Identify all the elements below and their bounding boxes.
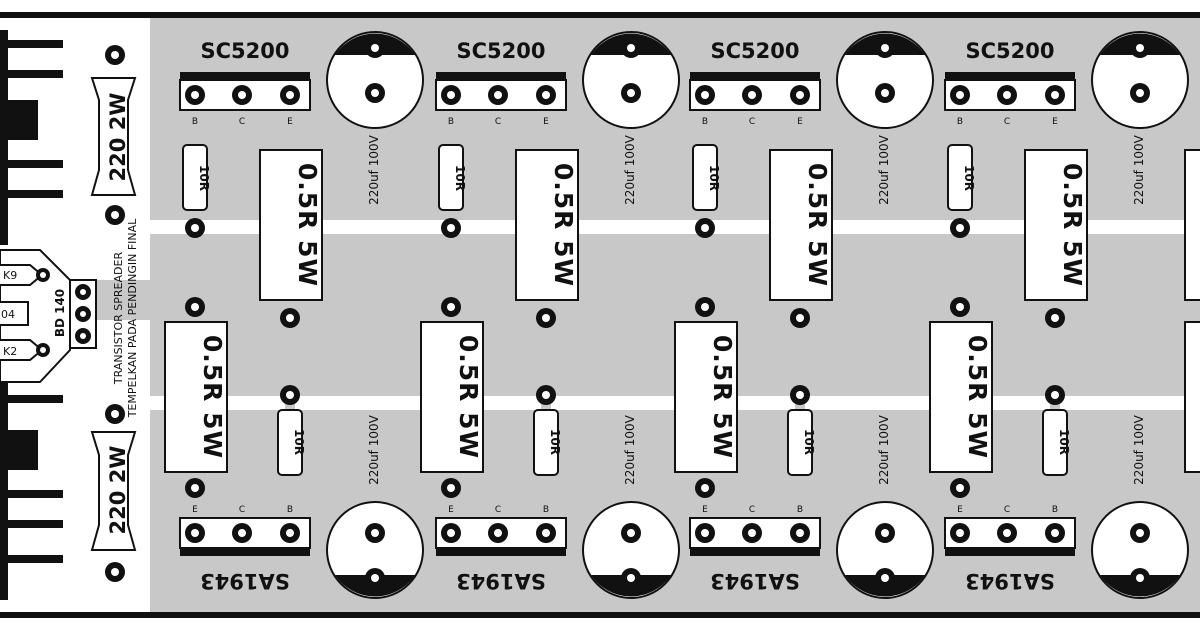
power-resistor-top: 220 2W	[90, 45, 137, 225]
bottom-pin-label-e: E	[448, 505, 454, 515]
top-transistor-label: SC5200	[966, 39, 1055, 63]
top-pin-label-b: B	[702, 117, 708, 127]
board-edge-bottom	[0, 612, 1200, 618]
spreader-note-line1: TRANSISTOR SPREADER	[112, 252, 125, 386]
bottom-pin-label-b: B	[543, 505, 549, 515]
board-edge-top	[0, 12, 1200, 18]
bottom-transistor-label: SA1943	[200, 569, 290, 593]
top-transistor-label: SC5200	[201, 39, 290, 63]
bottom-pin-label-c: C	[495, 505, 501, 515]
bottom-pin-label-b: B	[1052, 505, 1058, 515]
heatsink-bottom	[0, 380, 63, 600]
isolation-gap-top	[150, 220, 1200, 234]
bottom-pin-label-b: B	[287, 505, 293, 515]
bottom-pin-label-e: E	[702, 505, 708, 515]
top-pin-label-e: E	[287, 117, 293, 127]
power-resistor-bottom-label: 220 2W	[106, 446, 130, 535]
bottom-base-resistor-label: 10R	[802, 429, 816, 455]
spreader-area: K9 04 K2 BD 140 TRANSISTOR SPREADER TEMP…	[0, 218, 139, 418]
bottom-stage-4: SA1943 E C B 10R 0.5R 5W 220uf 100V	[930, 297, 1188, 598]
bottom-pin-label-c: C	[749, 505, 755, 515]
bottom-capacitor-label: 220uf 100V	[623, 414, 637, 484]
bottom-transistor-label: SA1943	[965, 569, 1055, 593]
top-pin-label-c: C	[239, 117, 245, 127]
top-emitter-resistor-label: 0.5R 5W	[803, 163, 832, 287]
bottom-base-resistor-label: 10R	[292, 429, 306, 455]
bottom-pin-label-c: C	[239, 505, 245, 515]
center-rail	[0, 280, 1200, 320]
bottom-capacitor-label: 220uf 100V	[877, 414, 891, 484]
right-edge-partial-components	[1184, 149, 1200, 473]
top-base-resistor-label: 10R	[197, 165, 211, 191]
top-emitter-resistor-label: 0.5R 5W	[293, 163, 322, 287]
top-pin-label-e: E	[1052, 117, 1058, 127]
bottom-base-resistor-label: 10R	[548, 429, 562, 455]
bottom-emitter-resistor-label: 0.5R 5W	[963, 335, 992, 459]
bottom-capacitor-label: 220uf 100V	[1132, 414, 1146, 484]
bottom-capacitor-label: 220uf 100V	[367, 414, 381, 484]
connector-label-3: K2	[3, 345, 17, 358]
bottom-pin-label-b: B	[797, 505, 803, 515]
top-pin-label-b: B	[192, 117, 198, 127]
top-pin-label-e: E	[797, 117, 803, 127]
bottom-stage-3: SA1943 E C B 10R 0.5R 5W 220uf 100V	[675, 297, 933, 598]
top-emitter-resistor-label: 0.5R 5W	[549, 163, 578, 287]
bottom-pin-label-e: E	[957, 505, 963, 515]
power-resistor-top-label: 220 2W	[106, 93, 130, 182]
bottom-stage-2: SA1943 E C B 10R 0.5R 5W 220uf 100V	[421, 297, 679, 598]
bottom-emitter-resistor-label: 0.5R 5W	[454, 335, 483, 459]
bottom-transistor-label: SA1943	[710, 569, 800, 593]
bottom-stage-group: SA1943 E C B 10R 0.5R 5W 220uf 100V SA19…	[165, 297, 1188, 598]
top-capacitor-label: 220uf 100V	[623, 134, 637, 204]
bottom-transistor-label: SA1943	[456, 569, 546, 593]
top-base-resistor-label: 10R	[453, 165, 467, 191]
bottom-emitter-resistor-label: 0.5R 5W	[198, 335, 227, 459]
connector-label-1: K9	[3, 269, 17, 282]
top-stage-4: SC5200 B C E 10R 0.5R 5W 220uf 100V	[945, 32, 1188, 328]
bottom-pin-label-c: C	[1004, 505, 1010, 515]
connector-label-2: 04	[1, 308, 15, 321]
top-stage-2: SC5200 B C E 10R 0.5R 5W 220uf 100V	[436, 32, 679, 328]
top-pin-label-c: C	[495, 117, 501, 127]
bottom-emitter-resistor-label: 0.5R 5W	[708, 335, 737, 459]
bottom-pin-label-e: E	[192, 505, 198, 515]
bottom-stage-1: SA1943 E C B 10R 0.5R 5W 220uf 100V	[165, 297, 423, 598]
top-pin-label-c: C	[749, 117, 755, 127]
spreader-note-line2: TEMPELKAN PADA PENDINGIN FINAL	[126, 218, 139, 418]
top-transistor-label: SC5200	[711, 39, 800, 63]
top-base-resistor-label: 10R	[962, 165, 976, 191]
bottom-base-resistor-label: 10R	[1057, 429, 1071, 455]
top-pin-label-b: B	[448, 117, 454, 127]
top-capacitor-label: 220uf 100V	[367, 134, 381, 204]
heatsink-top	[0, 30, 63, 245]
top-emitter-resistor-label: 0.5R 5W	[1058, 163, 1087, 287]
top-base-resistor-label: 10R	[707, 165, 721, 191]
top-stage-1: SC5200 B C E 10R 0.5R 5W 220uf 100V	[180, 32, 423, 328]
spreader-part-label: BD 140	[53, 289, 67, 337]
top-pin-label-b: B	[957, 117, 963, 127]
power-resistor-bottom: 220 2W	[90, 404, 137, 582]
top-pin-label-c: C	[1004, 117, 1010, 127]
top-capacitor-label: 220uf 100V	[877, 134, 891, 204]
top-stage-3: SC5200 B C E 10R 0.5R 5W 220uf 100V	[690, 32, 933, 328]
top-capacitor-label: 220uf 100V	[1132, 134, 1146, 204]
top-stage-group: SC5200 B C E 10R 0.5R 5W 220uf 100V SC52…	[180, 32, 1188, 328]
top-transistor-label: SC5200	[457, 39, 546, 63]
top-pin-label-e: E	[543, 117, 549, 127]
